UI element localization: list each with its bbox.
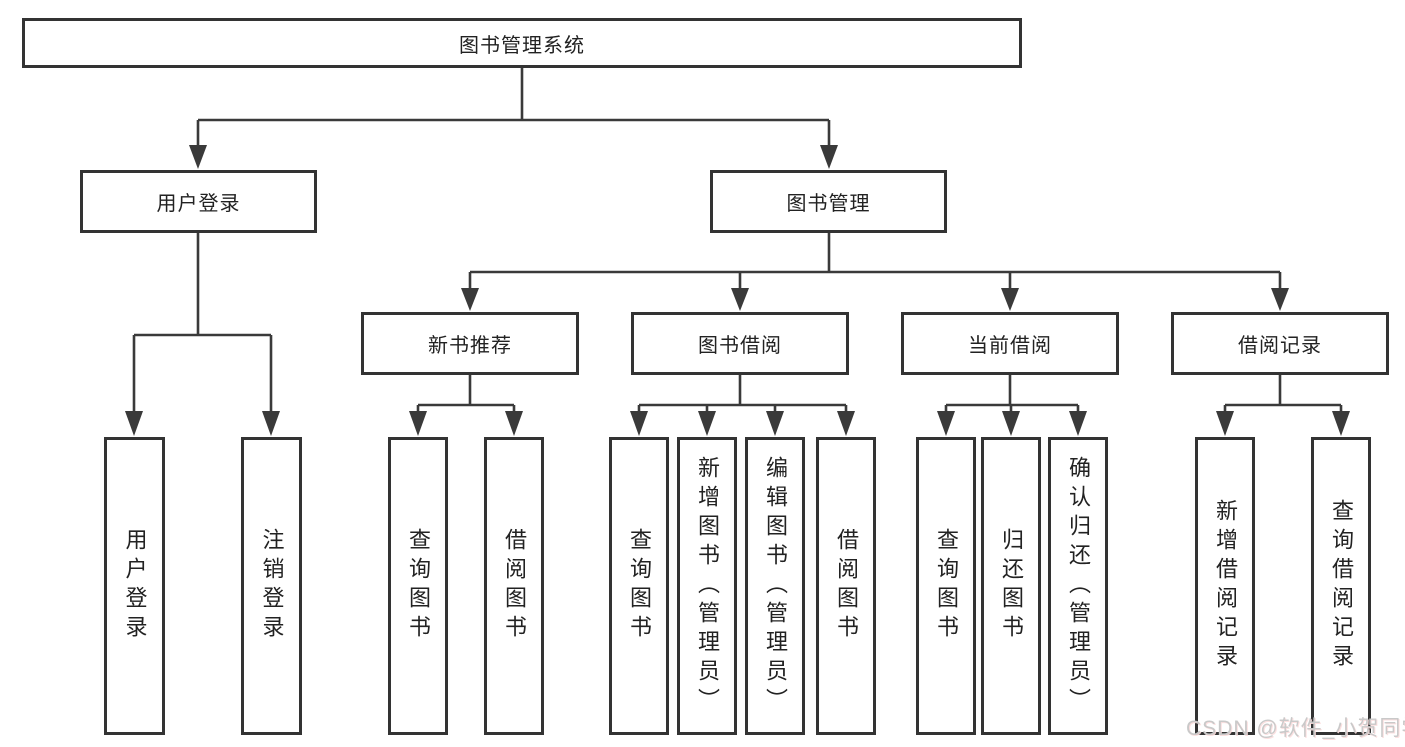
leaf-label: 编辑图书（管理员） <box>763 455 788 717</box>
leaf-borrow-books: 借阅图书 <box>816 437 876 735</box>
leaf-label: 归还图书 <box>999 528 1024 644</box>
node-root-library-system: 图书管理系统 <box>22 18 1022 68</box>
leaf-label: 借阅图书 <box>502 528 527 644</box>
leaf-label: 查询图书 <box>406 528 431 644</box>
leaf-label: 注销登录 <box>259 528 285 644</box>
leaf-return-books: 归还图书 <box>981 437 1041 735</box>
node-current-borrow: 当前借阅 <box>901 312 1119 375</box>
leaf-label: 新增图书（管理员） <box>695 455 720 717</box>
leaf-logout: 注销登录 <box>241 437 302 735</box>
leaf-label: 确认归还（管理员） <box>1066 455 1091 717</box>
leaf-edit-books-admin: 编辑图书（管理员） <box>745 437 805 735</box>
leaf-add-books-admin: 新增图书（管理员） <box>677 437 737 735</box>
leaf-add-borrow-record: 新增借阅记录 <box>1195 437 1255 735</box>
node-book-borrow: 图书借阅 <box>631 312 849 375</box>
leaf-confirm-return-admin: 确认归还（管理员） <box>1048 437 1108 735</box>
csdn-watermark: CSDN @软件_小贺同学 <box>1186 717 1405 740</box>
leaf-query-borrow-record: 查询借阅记录 <box>1311 437 1371 735</box>
leaf-query-books-borrow: 查询图书 <box>609 437 669 735</box>
leaf-label: 新增借阅记录 <box>1213 499 1238 673</box>
leaf-borrow-books-recommend: 借阅图书 <box>484 437 544 735</box>
node-user-login: 用户登录 <box>80 170 317 233</box>
leaf-label: 查询图书 <box>934 528 959 644</box>
leaf-user-login: 用户登录 <box>104 437 165 735</box>
leaf-label: 借阅图书 <box>834 528 859 644</box>
leaf-query-books-current: 查询图书 <box>916 437 976 735</box>
leaf-query-books-recommend: 查询图书 <box>388 437 448 735</box>
leaf-label: 用户登录 <box>122 528 148 644</box>
node-borrow-records: 借阅记录 <box>1171 312 1389 375</box>
node-book-management: 图书管理 <box>710 170 947 233</box>
leaf-label: 查询图书 <box>627 528 652 644</box>
leaf-label: 查询借阅记录 <box>1329 499 1354 673</box>
node-new-book-recommend: 新书推荐 <box>361 312 579 375</box>
